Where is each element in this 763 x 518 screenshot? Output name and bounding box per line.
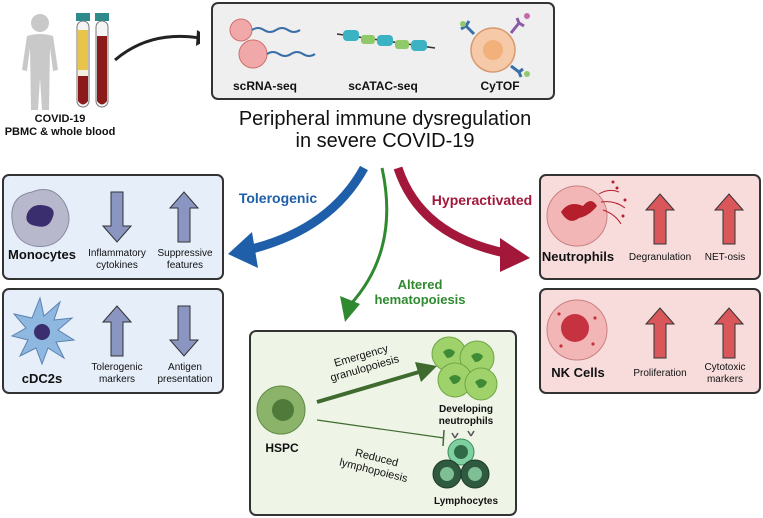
- dendritic-cell-icon: [10, 296, 76, 366]
- hyperactivated-arrow: [393, 166, 506, 258]
- arrow-up-icon: [713, 193, 745, 245]
- monocyte-icon: [11, 189, 70, 247]
- inhibition-line: [316, 419, 445, 439]
- branch-label-tolerogenic: Tolerogenic: [238, 190, 318, 206]
- nk-cells-name: NK Cells: [551, 365, 605, 380]
- neutrophils-feature2: NET-osis: [704, 252, 746, 263]
- hspc-target2-label: Lymphocytes: [433, 496, 499, 507]
- arrow-up-icon: [101, 305, 133, 357]
- nk-cells-feature1: Proliferation: [633, 368, 687, 379]
- hspc-name: HSPC: [265, 441, 299, 455]
- hspc-target1-label: Developing neutrophils: [438, 404, 494, 427]
- person-icon: [22, 14, 58, 110]
- nk-cells-feature2: Cytotoxic markers: [704, 362, 746, 385]
- monocytes-name: Monocytes: [8, 247, 76, 262]
- sample-label: COVID-19 PBMC & whole blood: [4, 113, 116, 138]
- neutrophils-feature1: Degranulation: [628, 252, 692, 263]
- arrow-up-icon: [168, 191, 200, 243]
- arrow-down-icon: [101, 191, 133, 243]
- blood-tube-icon: [95, 13, 109, 108]
- cdc2s-feature1: Tolerogenic markers: [91, 362, 143, 385]
- neutrophil-icon: [546, 180, 627, 247]
- monocytes-feature2: Suppressive features: [157, 248, 213, 271]
- assay-label-scatac: scATAC-seq: [348, 79, 418, 93]
- sample-to-assays-arrow: [114, 34, 200, 62]
- branch-label-hematopoiesis: Altered hematopoiesis: [374, 277, 466, 307]
- developing-neutrophils-icon: [431, 336, 498, 401]
- sample-illustration: [22, 13, 200, 110]
- assays-illustration: [229, 13, 530, 78]
- scrna-seq-icon: [229, 18, 316, 69]
- neutrophils-illustration: [546, 180, 745, 247]
- arrow-up-icon: [713, 307, 745, 359]
- arrow-up-icon: [644, 193, 676, 245]
- monocytes-feature1: Inflammatory cytokines: [88, 248, 146, 271]
- nk-cell-icon: [546, 299, 608, 361]
- lymphocytes-icon: [432, 430, 490, 489]
- tolerogenic-arrow: [246, 165, 368, 255]
- cytof-icon: [460, 13, 530, 78]
- hematopoiesis-arrow: [348, 167, 389, 307]
- blood-tube-icon: [76, 13, 90, 108]
- assay-label-scrna: scRNA-seq: [232, 79, 298, 93]
- nk-cells-illustration: [546, 299, 745, 361]
- hspc-cell-icon: [256, 385, 306, 435]
- page-title: Peripheral immune dysregulation in sever…: [238, 108, 532, 152]
- scatac-seq-icon: [336, 30, 436, 51]
- neutrophils-name: Neutrophils: [541, 249, 615, 264]
- arrow-down-icon: [168, 305, 200, 357]
- branch-label-hyperactivated: Hyperactivated: [431, 192, 533, 208]
- assay-label-cytof: CyTOF: [480, 79, 520, 93]
- cdc2s-feature2: Antigen presentation: [157, 362, 213, 385]
- cdc2s-name: cDC2s: [21, 371, 63, 386]
- cdc2s-illustration: [10, 296, 200, 366]
- monocytes-illustration: [11, 189, 200, 247]
- hspc-illustration: [256, 336, 498, 489]
- arrow-up-icon: [644, 307, 676, 359]
